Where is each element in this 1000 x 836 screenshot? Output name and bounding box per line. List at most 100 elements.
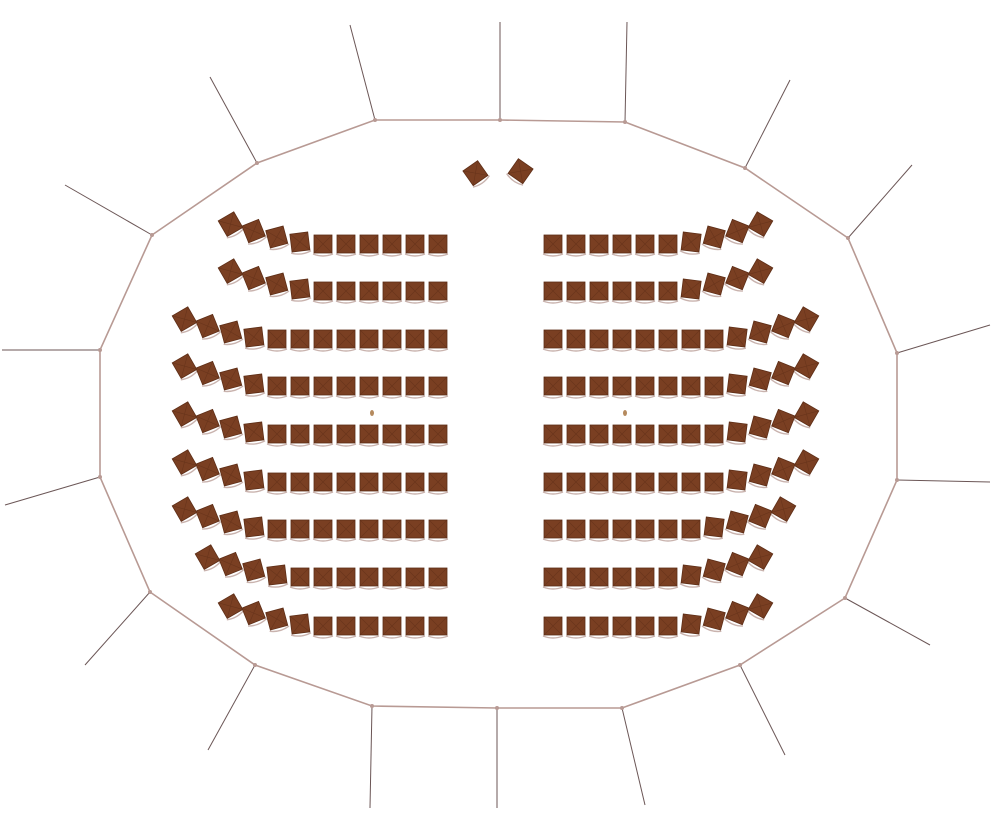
chair-icon[interactable] bbox=[195, 360, 222, 388]
chair-icon[interactable] bbox=[289, 567, 311, 590]
chair-icon[interactable] bbox=[289, 231, 312, 255]
chair-icon[interactable] bbox=[289, 613, 312, 637]
chair-icon[interactable] bbox=[611, 329, 633, 352]
chair-icon[interactable] bbox=[679, 613, 702, 637]
chair-icon[interactable] bbox=[217, 258, 245, 286]
chair-icon[interactable] bbox=[312, 424, 334, 447]
chair-icon[interactable] bbox=[657, 616, 679, 639]
chair-icon[interactable] bbox=[634, 234, 656, 257]
chair-icon[interactable] bbox=[358, 376, 380, 399]
chair-icon[interactable] bbox=[542, 424, 564, 447]
chair-icon[interactable] bbox=[634, 281, 656, 304]
chair-icon[interactable] bbox=[358, 616, 380, 639]
chair-icon[interactable] bbox=[747, 463, 772, 489]
chair-icon[interactable] bbox=[427, 376, 449, 399]
chair-icon[interactable] bbox=[703, 376, 725, 399]
chair-icon[interactable] bbox=[702, 516, 725, 540]
chair-icon[interactable] bbox=[723, 265, 750, 293]
chair-icon[interactable] bbox=[701, 558, 726, 584]
chair-icon[interactable] bbox=[680, 329, 702, 352]
chair-icon[interactable] bbox=[588, 424, 610, 447]
chair-icon[interactable] bbox=[725, 326, 748, 350]
chair-icon[interactable] bbox=[381, 281, 403, 304]
chair-icon[interactable] bbox=[588, 281, 610, 304]
chair-icon[interactable] bbox=[723, 551, 750, 579]
chair-icon[interactable] bbox=[404, 234, 426, 257]
chair-icon[interactable] bbox=[634, 329, 656, 352]
chair-icon[interactable] bbox=[335, 376, 357, 399]
chair-icon[interactable] bbox=[427, 234, 449, 257]
chair-icon[interactable] bbox=[312, 519, 334, 542]
chair-icon[interactable] bbox=[679, 278, 702, 302]
chair-icon[interactable] bbox=[427, 472, 449, 495]
chair-icon[interactable] bbox=[427, 519, 449, 542]
chair-icon[interactable] bbox=[565, 281, 587, 304]
chair-icon[interactable] bbox=[792, 449, 820, 477]
chair-icon[interactable] bbox=[266, 376, 288, 399]
chair-icon[interactable] bbox=[611, 234, 633, 257]
chair-icon[interactable] bbox=[427, 424, 449, 447]
chair-icon[interactable] bbox=[701, 272, 726, 298]
chair-icon[interactable] bbox=[194, 544, 222, 572]
chair-icon[interactable] bbox=[381, 472, 403, 495]
chair-icon[interactable] bbox=[746, 593, 774, 621]
chair-icon[interactable] bbox=[217, 593, 245, 621]
chair-icon[interactable] bbox=[358, 234, 380, 257]
chair-icon[interactable] bbox=[171, 353, 199, 381]
chair-icon[interactable] bbox=[611, 567, 633, 590]
chair-icon[interactable] bbox=[358, 281, 380, 304]
chair-icon[interactable] bbox=[289, 329, 311, 352]
chair-icon[interactable] bbox=[792, 353, 820, 381]
chair-icon[interactable] bbox=[634, 472, 656, 495]
chair-icon[interactable] bbox=[611, 424, 633, 447]
chair-icon[interactable] bbox=[266, 424, 288, 447]
chair-icon[interactable] bbox=[335, 424, 357, 447]
chair-icon[interactable] bbox=[171, 449, 199, 477]
chair-icon[interactable] bbox=[427, 281, 449, 304]
chair-icon[interactable] bbox=[701, 607, 726, 633]
chair-icon[interactable] bbox=[565, 234, 587, 257]
chair-icon[interactable] bbox=[657, 424, 679, 447]
chair-icon[interactable] bbox=[219, 367, 244, 393]
chair-icon[interactable] bbox=[358, 329, 380, 352]
chair-icon[interactable] bbox=[219, 320, 244, 346]
chair-icon[interactable] bbox=[746, 544, 774, 572]
chair-icon[interactable] bbox=[611, 472, 633, 495]
chair-icon[interactable] bbox=[657, 376, 679, 399]
chair-icon[interactable] bbox=[381, 519, 403, 542]
chair-icon[interactable] bbox=[792, 401, 820, 429]
chair-icon[interactable] bbox=[746, 258, 774, 286]
chair-icon[interactable] bbox=[266, 472, 288, 495]
chair-icon[interactable] bbox=[723, 218, 750, 246]
chair-icon[interactable] bbox=[381, 616, 403, 639]
chair-icon[interactable] bbox=[724, 510, 749, 536]
chair-icon[interactable] bbox=[588, 376, 610, 399]
chair-icon[interactable] bbox=[680, 376, 702, 399]
chair-icon[interactable] bbox=[404, 472, 426, 495]
chair-icon[interactable] bbox=[679, 231, 702, 255]
chair-icon[interactable] bbox=[565, 567, 587, 590]
chair-icon[interactable] bbox=[747, 367, 772, 393]
chair-icon[interactable] bbox=[588, 567, 610, 590]
chair-icon[interactable] bbox=[747, 320, 772, 346]
chair-icon[interactable] bbox=[746, 503, 773, 531]
chair-icon[interactable] bbox=[195, 456, 222, 484]
chair-icon[interactable] bbox=[289, 519, 311, 542]
chair-icon[interactable] bbox=[358, 519, 380, 542]
chair-icon[interactable] bbox=[565, 376, 587, 399]
chair-icon[interactable] bbox=[265, 225, 290, 251]
chair-icon[interactable] bbox=[769, 496, 797, 524]
chair-icon[interactable] bbox=[769, 360, 796, 388]
chair-icon[interactable] bbox=[266, 564, 289, 588]
chair-icon[interactable] bbox=[611, 376, 633, 399]
chair-icon[interactable] bbox=[542, 472, 564, 495]
chair-icon[interactable] bbox=[634, 424, 656, 447]
chair-icon[interactable] bbox=[404, 616, 426, 639]
chair-icon[interactable] bbox=[723, 600, 750, 628]
chair-icon[interactable] bbox=[657, 234, 679, 257]
chair-icon[interactable] bbox=[542, 519, 564, 542]
chair-icon[interactable] bbox=[195, 408, 222, 436]
chair-icon[interactable] bbox=[404, 376, 426, 399]
chair-icon[interactable] bbox=[358, 472, 380, 495]
chair-icon[interactable] bbox=[634, 519, 656, 542]
